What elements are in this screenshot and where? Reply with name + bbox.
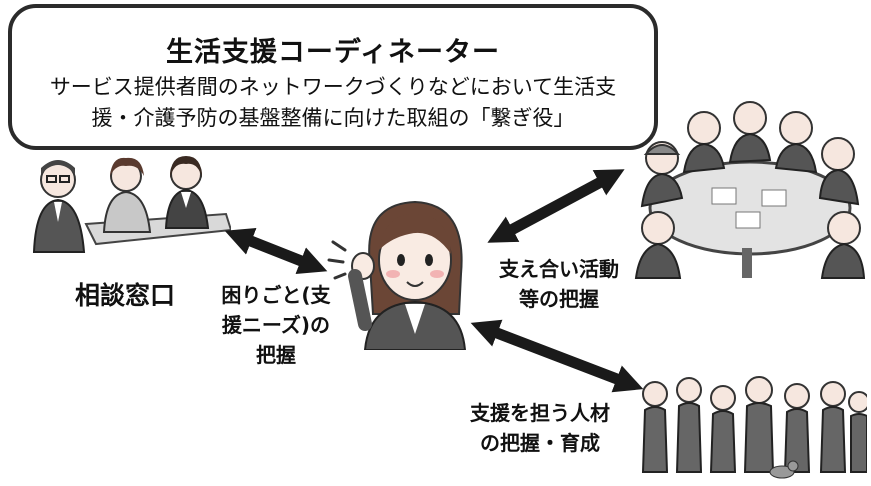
coordinator-title-box: 生活支援コーディネーター サービス提供者間のネットワークづくりなどにおいて生活支… xyxy=(8,4,658,150)
arrow-consultation-coordinator xyxy=(224,227,328,275)
consultation-desk-illustration xyxy=(32,156,231,253)
arrow-coordinator-people xyxy=(470,319,644,393)
needs-label: 困りごと(支 援ニーズ)の 把握 xyxy=(221,283,331,367)
consultation-label: 相談窓口 xyxy=(74,281,175,310)
coordinator-illustration xyxy=(327,200,467,350)
meeting-table-illustration xyxy=(634,101,866,279)
group-of-people-illustration xyxy=(641,376,867,479)
human-resources-label: 支援を担う人材 の把握・育成 xyxy=(470,401,610,455)
coordinator-title: 生活支援コーディネーター xyxy=(165,37,501,68)
activities-label: 支え合い活動 等の把握 xyxy=(499,257,619,311)
coordinator-description: サービス提供者間のネットワークづくりなどにおいて生活支援・介護予防の基盤整備に向… xyxy=(49,75,617,130)
arrow-coordinator-meeting xyxy=(487,169,625,243)
